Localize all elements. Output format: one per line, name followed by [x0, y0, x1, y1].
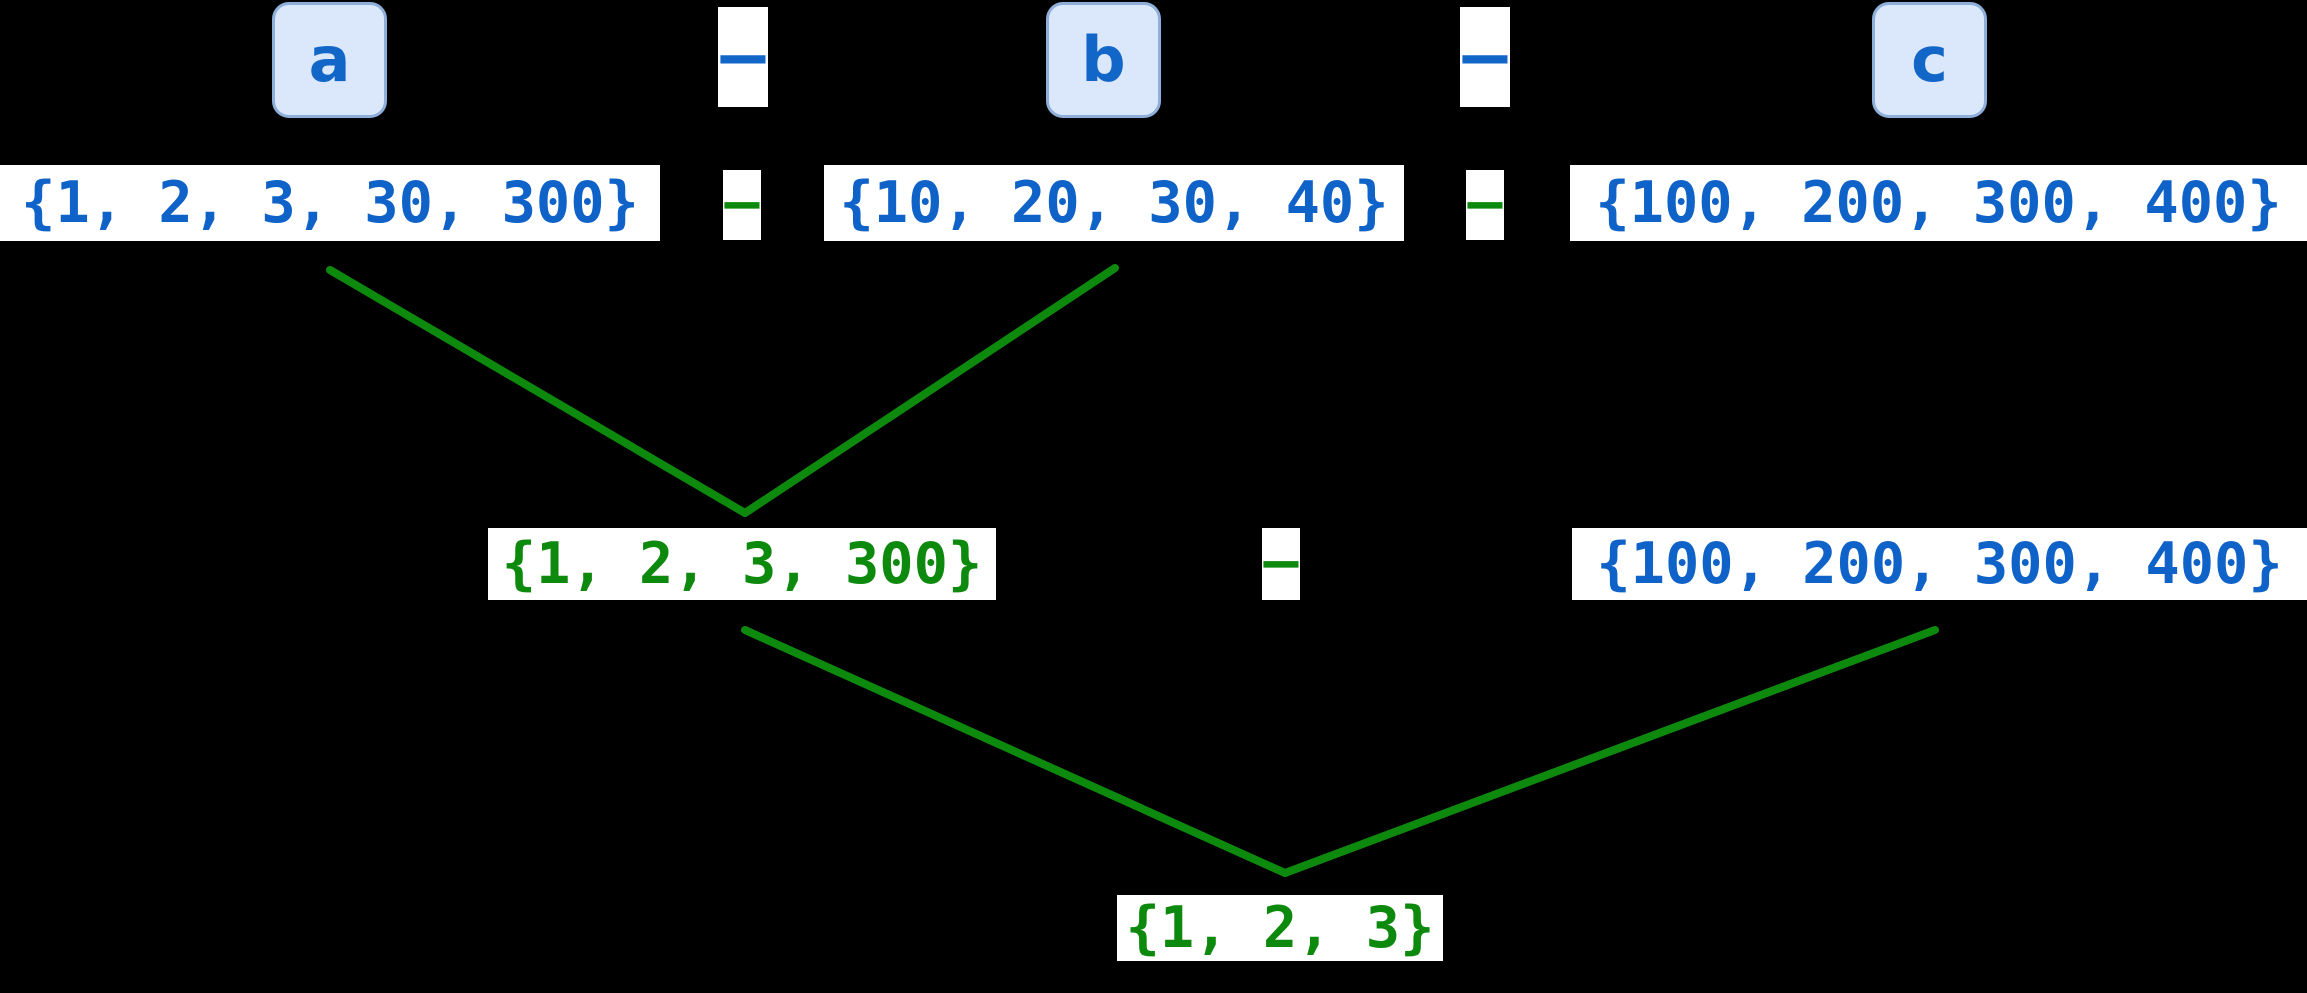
final-result-text: {1, 2, 3}	[1125, 894, 1435, 961]
operator-minus-1-values: −	[719, 170, 765, 240]
set-value-c-text: {100, 200, 300, 400}	[1595, 169, 2282, 236]
set-value-a: {1, 2, 3, 30, 300}	[0, 165, 660, 241]
connector-a-to-intermediate	[326, 266, 749, 517]
connector-c-to-final	[1281, 626, 1939, 877]
intermediate-operand-set-c: {100, 200, 300, 400}	[1572, 528, 2307, 600]
intermediate-operand-text: {100, 200, 300, 400}	[1596, 530, 2283, 597]
minus-icon: −	[1257, 531, 1305, 596]
final-result: {1, 2, 3}	[1117, 895, 1443, 961]
variable-chip-b[interactable]: b	[1046, 2, 1161, 118]
intermediate-result-text: {1, 2, 3, 300}	[501, 530, 983, 597]
set-value-b: {10, 20, 30, 40}	[824, 165, 1404, 241]
minus-icon: −	[718, 172, 766, 237]
set-value-c: {100, 200, 300, 400}	[1570, 165, 2307, 241]
operator-minus-2-top: −	[1455, 7, 1515, 107]
connector-intermediate-to-final	[741, 626, 1289, 877]
operator-minus-2-values: −	[1462, 170, 1508, 240]
minus-icon: −	[712, 15, 774, 99]
variable-chip-b-label: b	[1081, 23, 1126, 96]
operator-minus-intermediate: −	[1258, 528, 1304, 600]
operator-minus-1-top: −	[713, 7, 773, 107]
variable-chip-a[interactable]: a	[272, 2, 387, 118]
set-value-a-text: {1, 2, 3, 30, 300}	[21, 169, 639, 236]
intermediate-result-a-minus-b: {1, 2, 3, 300}	[488, 528, 996, 600]
variable-chip-c[interactable]: c	[1872, 2, 1987, 118]
minus-icon: −	[1461, 172, 1509, 237]
minus-icon: −	[1454, 15, 1516, 99]
set-value-b-text: {10, 20, 30, 40}	[839, 169, 1389, 236]
connector-b-to-intermediate	[741, 264, 1119, 517]
variable-chip-a-label: a	[308, 23, 351, 96]
variable-chip-c-label: c	[1911, 23, 1948, 96]
